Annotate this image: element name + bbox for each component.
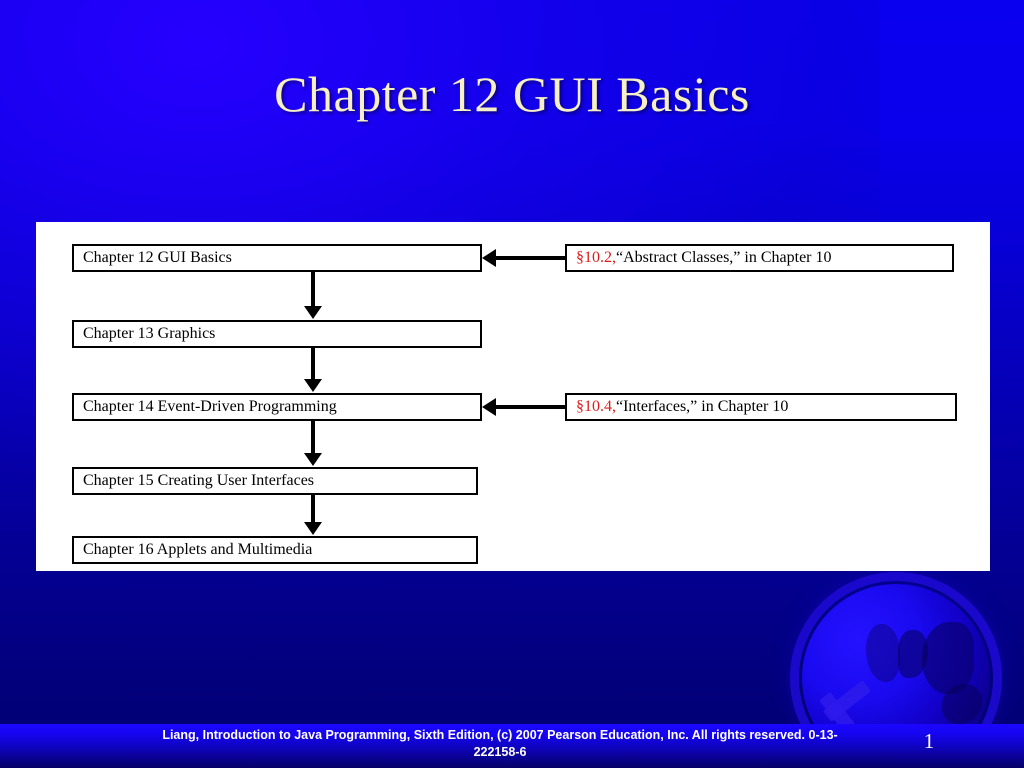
node-label: Chapter 16 Applets and Multimedia [83,541,313,558]
diagram-node-chapter-15[interactable]: Chapter 15 Creating User Interfaces [72,467,478,495]
ref-arrow-10-2-line [495,256,566,260]
content-panel: Chapter 12 GUI Basics Chapter 13 Graphic… [36,222,990,571]
footer-copyright: Liang, Introduction to Java Programming,… [162,728,838,759]
ref-arrow-10-4-line [495,405,566,409]
node-label: Chapter 13 Graphics [83,325,216,342]
section-symbol-label: §10.2, [576,249,616,266]
diagram-node-ref-10-2[interactable]: §10.2, “Abstract Classes,” in Chapter 10 [565,244,954,272]
ref-arrow-10-2-head [482,249,496,267]
diagram-node-chapter-16[interactable]: Chapter 16 Applets and Multimedia [72,536,478,564]
diagram-node-chapter-14[interactable]: Chapter 14 Event-Driven Programming [72,393,482,421]
diagram-node-chapter-13[interactable]: Chapter 13 Graphics [72,320,482,348]
diagram-node-ref-10-4[interactable]: §10.4, “Interfaces,” in Chapter 10 [565,393,957,421]
flow-arrow-12-to-13-line [311,272,315,308]
node-label: Chapter 12 GUI Basics [83,249,232,266]
slide-title: Chapter 12 GUI Basics [274,66,750,122]
ref-arrow-10-4-head [482,398,496,416]
node-label: Chapter 15 Creating User Interfaces [83,472,315,489]
globe-landmass [898,630,928,678]
flow-arrow-15-to-16-line [311,495,315,524]
flow-arrow-13-to-14-line [311,348,315,381]
reference-text: “Abstract Classes,” in Chapter 10 [616,249,832,266]
flow-arrow-14-to-15-line [311,421,315,455]
diagram-node-chapter-12[interactable]: Chapter 12 GUI Basics [72,244,482,272]
globe-landmass [942,684,982,724]
reference-text: “Interfaces,” in Chapter 10 [616,398,789,415]
globe-stand [822,680,872,722]
globe-landmass [866,624,900,682]
page-number: 1 [923,729,935,753]
node-label: Chapter 14 Event-Driven Programming [83,398,337,415]
flow-arrow-12-to-13-head [304,306,322,319]
flow-arrow-13-to-14-head [304,379,322,392]
footer-band [0,724,1024,768]
globe-landmass [922,622,974,694]
flow-arrow-15-to-16-head [304,522,322,535]
flow-arrow-14-to-15-head [304,453,322,466]
section-symbol-label: §10.4, [576,398,616,415]
